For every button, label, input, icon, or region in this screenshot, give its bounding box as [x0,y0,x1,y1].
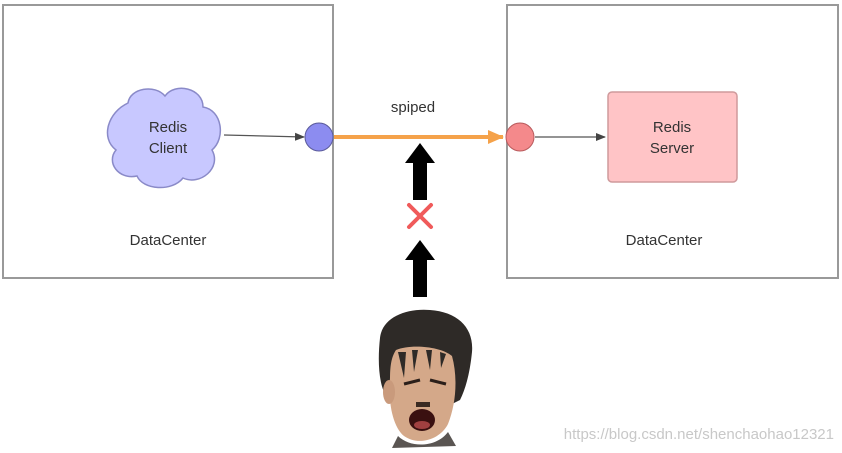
redis-server-box: Redis Server [607,91,738,183]
redis-client-cloud: Redis Client [106,87,222,189]
redis-server-label-line2: Server [650,140,694,157]
right-spiped-endpoint [505,122,535,152]
watermark: https://blog.csdn.net/shenchaohao12321 [563,426,834,443]
right-datacenter-label: DataCenter [626,232,703,249]
client-to-endpoint-arrow [223,132,305,141]
attack-arrow-lower [405,240,435,297]
left-spiped-endpoint [304,122,334,152]
redis-client-label-line1: Redis [149,119,187,136]
x-mark-icon [407,203,433,229]
redis-client-label-line2: Client [149,140,188,157]
attack-arrow-upper [405,143,435,200]
spiped-label: spiped [391,99,435,116]
redis-server-label-line1: Redis [653,119,691,136]
angry-face-icon [378,309,473,448]
left-datacenter-label: DataCenter [130,232,207,249]
